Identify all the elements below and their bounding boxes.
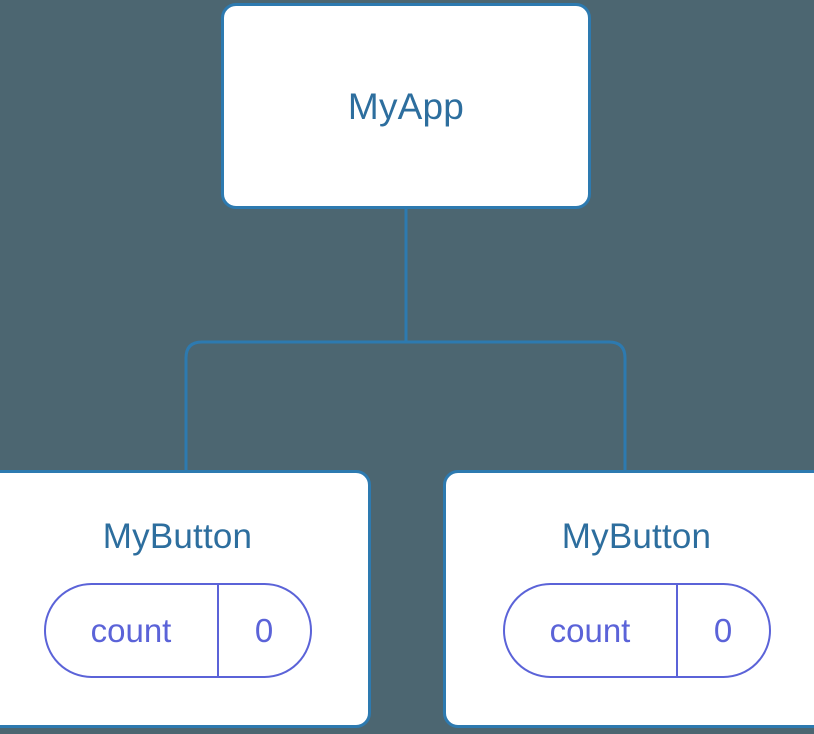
node-myapp[interactable]: MyApp bbox=[221, 3, 591, 209]
state-pill-count-1[interactable]: count 0 bbox=[502, 583, 771, 678]
state-pill-key-text-1: count bbox=[549, 612, 631, 649]
node-mybutton-0-label: MyButton bbox=[102, 517, 253, 556]
state-pill-value-1: 0 bbox=[678, 585, 769, 676]
node-mybutton-0[interactable]: MyButton count 0 bbox=[0, 470, 371, 728]
state-pill-count-0[interactable]: count 0 bbox=[43, 583, 312, 678]
node-mybutton-1-label: MyButton bbox=[561, 517, 712, 556]
state-pill-value-text-0: 0 bbox=[254, 612, 274, 649]
node-mybutton-1[interactable]: MyButton count 0 bbox=[443, 470, 814, 728]
connector-left-branch bbox=[184, 340, 406, 472]
connector-right-branch bbox=[406, 340, 627, 472]
state-pill-key-1: count bbox=[505, 585, 678, 676]
state-pill-key-0: count bbox=[46, 585, 219, 676]
state-pill-key-text-0: count bbox=[90, 612, 172, 649]
state-pill-value-text-1: 0 bbox=[713, 612, 733, 649]
node-myapp-label: MyApp bbox=[347, 85, 465, 127]
state-pill-value-0: 0 bbox=[219, 585, 310, 676]
